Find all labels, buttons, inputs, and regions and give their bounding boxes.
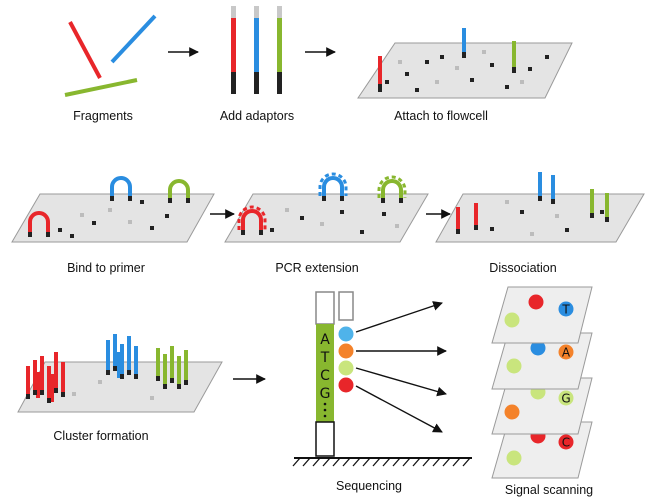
sequence-base-1: A bbox=[320, 332, 330, 348]
sequence-ellipsis bbox=[323, 402, 327, 418]
signal-plate-4 bbox=[491, 421, 593, 479]
sequencing-illustration bbox=[292, 291, 472, 467]
label-signal-scanning: Signal scanning bbox=[505, 483, 593, 497]
flowcell-attach bbox=[357, 28, 573, 99]
label-fragments: Fragments bbox=[73, 109, 133, 123]
dissociation-illustration bbox=[435, 172, 645, 243]
label-pcr-extension: PCR extension bbox=[275, 261, 358, 275]
arrow-scan-1 bbox=[355, 301, 443, 333]
label-bind-primer: Bind to primer bbox=[67, 261, 145, 275]
signal-letter-4: C bbox=[562, 436, 570, 450]
nucleotide-orange bbox=[338, 343, 354, 359]
sequence-base-2: T bbox=[320, 350, 330, 366]
signal-plate-2 bbox=[491, 332, 593, 390]
label-cluster-formation: Cluster formation bbox=[53, 429, 148, 443]
sequence-base-3: C bbox=[320, 368, 330, 384]
bind-primer-illustration bbox=[11, 176, 215, 243]
arrow-scan-4 bbox=[355, 385, 443, 433]
sequence-base-4: G bbox=[320, 386, 331, 402]
label-attach-flowcell: Attach to flowcell bbox=[394, 109, 488, 123]
nucleotide-red bbox=[338, 377, 354, 393]
signal-letter-2: A bbox=[562, 346, 571, 360]
nucleotide-blue bbox=[338, 326, 354, 342]
signal-letter-3: G bbox=[561, 392, 570, 406]
label-dissociation: Dissociation bbox=[489, 261, 556, 275]
cluster-formation-illustration bbox=[17, 334, 223, 413]
arrow-scan-3 bbox=[355, 367, 447, 397]
nucleotide-light-green bbox=[338, 360, 354, 376]
label-sequencing: Sequencing bbox=[336, 479, 402, 493]
adaptor-fragments bbox=[231, 6, 282, 94]
label-add-adaptors: Add adaptors bbox=[220, 109, 294, 123]
signal-plate-3 bbox=[491, 377, 593, 435]
signal-letter-1: T bbox=[561, 303, 570, 317]
fragments-illustration bbox=[64, 14, 157, 97]
signal-plate-1 bbox=[491, 286, 593, 344]
pcr-extension-illustration bbox=[224, 172, 429, 243]
